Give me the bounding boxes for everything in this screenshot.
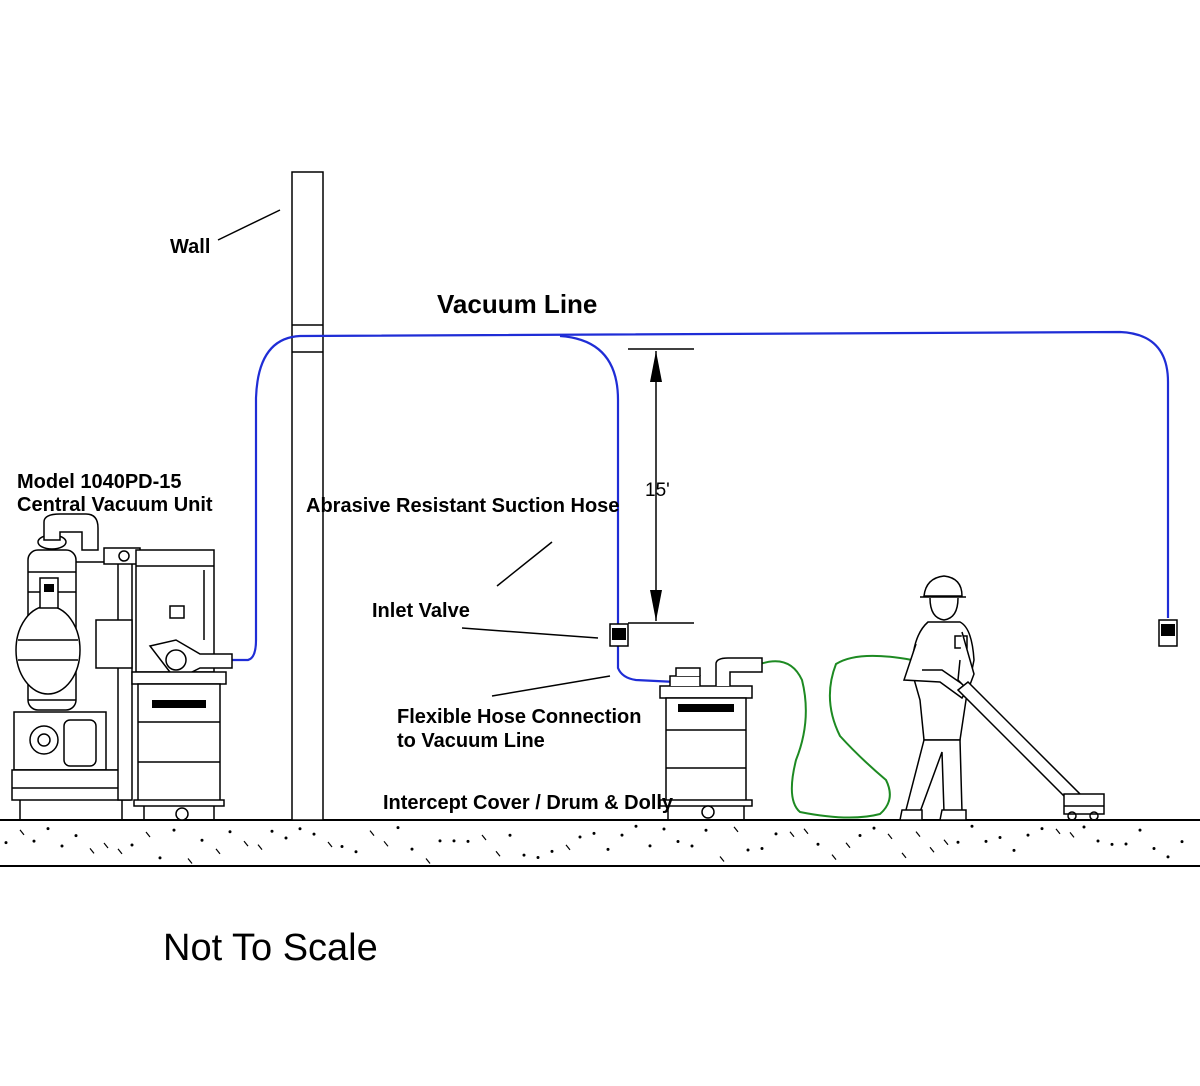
intercept-drum-dolly (659, 657, 763, 820)
flexible-hose-label-line1: Flexible Hose Connection (397, 706, 641, 728)
suction-hose (759, 654, 961, 819)
central-vacuum-unit (11, 513, 233, 821)
flexible-hose-label-line2: to Vacuum Line (397, 730, 545, 752)
intercept-label: Intercept Cover / Drum & Dolly (383, 792, 674, 814)
dimension-label: 15' (645, 480, 670, 501)
wall (291, 171, 324, 821)
vacuum-line-pipe (232, 330, 1170, 684)
inlet-valve-label: Inlet Valve (372, 600, 470, 622)
vacuum-line-label: Vacuum Line (437, 289, 597, 319)
model-label-line1: Model 1040PD-15 (17, 471, 182, 493)
wall-label: Wall (170, 236, 210, 258)
floor-slab (0, 819, 1200, 867)
suction-hose-label: Abrasive Resistant Suction Hose (306, 495, 619, 517)
inlet-valve-right (1158, 619, 1178, 647)
operator-figure (899, 575, 1105, 821)
model-label-line2: Central Vacuum Unit (17, 494, 213, 516)
leader-lines (217, 209, 611, 697)
inlet-valve (609, 623, 629, 647)
not-to-scale-note: Not To Scale (163, 927, 378, 969)
height-dimension (628, 348, 694, 624)
